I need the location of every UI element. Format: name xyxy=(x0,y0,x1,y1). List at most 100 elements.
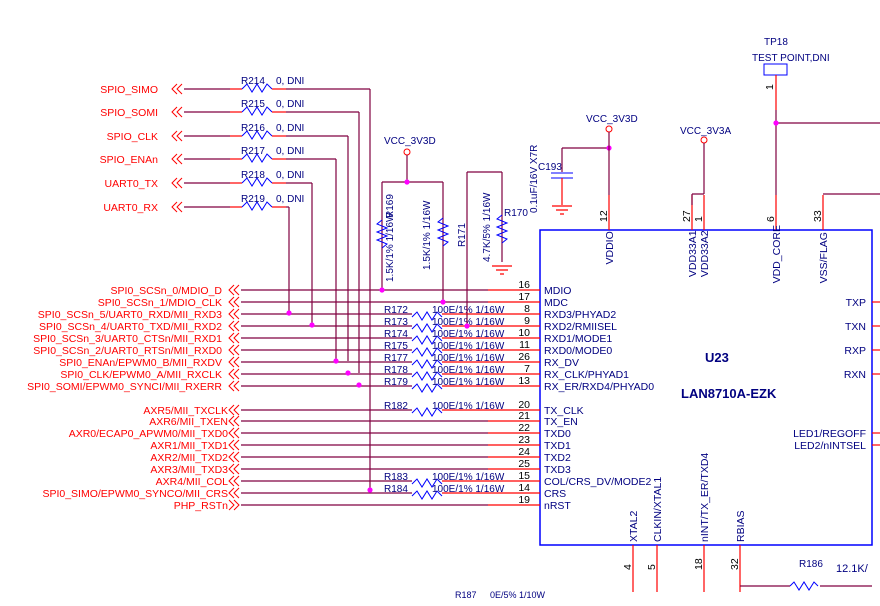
net-label[interactable]: SPI0_SCSn_1/MDIO_CLK xyxy=(98,297,222,309)
pin-name: TXD0 xyxy=(544,428,571,440)
net-label[interactable]: AXR2/MII_TXD2 xyxy=(150,452,228,464)
power-label-vcc-3v3d: VCC_3V3D xyxy=(384,136,436,147)
pin-number: 20 xyxy=(518,399,530,411)
junction-dot xyxy=(345,370,351,376)
net-label[interactable]: SPI0_SCSn_2/UART0_RTSn/MII_RXD0 xyxy=(33,345,222,357)
net-label[interactable]: SPI0_SCSn_3/UART0_CTSn/MII_RXD1 xyxy=(33,333,222,345)
pin-name: LED2/nINTSEL xyxy=(794,440,866,452)
net-label[interactable]: SPI0_SCSn_0/MDIO_D xyxy=(111,285,223,297)
chip-pin-19: 19 nRST xyxy=(488,494,571,512)
net-tx-2: AXR0/ECAP0_APWM0/MII_TXD0 xyxy=(69,427,488,440)
resistor-ref: R183 xyxy=(384,472,408,483)
ground-icon xyxy=(492,265,512,275)
pin-name: nRST xyxy=(544,500,571,512)
net-label[interactable]: UART0_RX xyxy=(103,202,158,214)
pin-number: 19 xyxy=(518,494,530,506)
resistor-r169-icon xyxy=(375,219,389,249)
net-label[interactable]: SPIO_SIMO xyxy=(100,84,158,96)
pin-name: nINT/TX_ER/TXD4 xyxy=(699,453,711,542)
junction-dot xyxy=(464,323,470,329)
pin-name: RX_DV xyxy=(544,357,579,369)
net-label[interactable]: SPI0_ENAn/EPWM0_B/MII_RXDV xyxy=(59,357,222,369)
pin-name: RBIAS xyxy=(735,510,747,542)
resistor-value: 100E/1% 1/16W xyxy=(432,317,505,328)
r187-cutoff-label: R187 xyxy=(455,590,477,600)
net-label[interactable]: SPI0_SOMI/EPWM0_SYNCI/MII_RXERR xyxy=(27,381,222,393)
resistor-icon xyxy=(241,106,273,116)
resistor-icon xyxy=(411,490,443,500)
resistor-ref: R218 xyxy=(241,170,265,181)
net-label[interactable]: UART0_TX xyxy=(105,178,159,190)
pin-name: TX_CLK xyxy=(544,405,584,417)
net-label[interactable]: AXR5/MII_TXCLK xyxy=(143,405,228,417)
net-label[interactable]: SPI0_SCSn_4/UART0_TXD/MII_RXD2 xyxy=(39,321,222,333)
rx-net-group: SPI0_SCSn_0/MDIO_DSPI0_SCSn_1/MDIO_CLKSP… xyxy=(27,284,505,393)
net-port-icon xyxy=(228,463,240,475)
power-port-icon xyxy=(700,136,708,144)
net-label[interactable]: AXR0/ECAP0_APWM0/MII_TXD0 xyxy=(69,428,228,440)
chip-pin-txn: TXN xyxy=(845,321,880,333)
pin-name: XTAL2 xyxy=(628,511,640,542)
pin-name: TXD1 xyxy=(544,440,571,452)
resistor-value: 0, DNI xyxy=(276,146,304,157)
pin-name: VDDIO xyxy=(604,231,616,264)
resistor-ref: R174 xyxy=(384,329,408,340)
resistor-value: 100E/1% 1/16W xyxy=(432,341,505,352)
net-label[interactable]: AXR4/MII_COL xyxy=(156,476,229,488)
net-port-icon xyxy=(228,308,240,320)
net-label[interactable]: SPIO_ENAn xyxy=(100,154,159,166)
pin-number: 16 xyxy=(518,279,530,291)
resistor-ref: R214 xyxy=(241,76,265,87)
net-label[interactable]: SPI0_SCSn_5/UART0_RXD/MII_RXD3 xyxy=(38,309,222,321)
net-port-icon xyxy=(228,499,240,511)
resistor-value: 100E/1% 1/16W xyxy=(432,472,505,483)
resistor-icon xyxy=(411,311,443,321)
junction-dot xyxy=(356,382,362,388)
resistor-icon xyxy=(241,130,273,140)
net-label[interactable]: PHP_RSTn xyxy=(174,500,228,512)
pin-number: 13 xyxy=(518,375,530,387)
net-rx-4: SPI0_SCSn_3/UART0_CTSn/MII_RXD1 R174 100E/… xyxy=(33,329,505,345)
net-port-icon xyxy=(228,368,240,380)
pin-number: 24 xyxy=(518,446,530,458)
resistor-icon xyxy=(411,323,443,333)
net-label[interactable]: SPIO_SOMI xyxy=(100,107,158,119)
resistor-value: 100E/1% 1/16W xyxy=(432,365,505,376)
net-rx-1: SPI0_SCSn_1/MDIO_CLK xyxy=(98,296,488,309)
pin-number: 25 xyxy=(518,458,530,470)
net-port-icon xyxy=(228,415,240,427)
pin-name: RXP xyxy=(844,345,866,357)
pin-name: MDIO xyxy=(544,285,571,297)
net-port-icon xyxy=(228,296,240,308)
net-label[interactable]: SPIO_CLK xyxy=(107,131,158,143)
net-label[interactable]: AXR1/MII_TXD1 xyxy=(150,440,228,452)
ground-icon xyxy=(552,205,572,215)
net-label[interactable]: SPI0_CLK/EPWM0_A/MII_RXCLK xyxy=(60,369,222,381)
net-label[interactable]: AXR3/MII_TXD3 xyxy=(150,464,228,476)
chip-part-number: LAN8710A-EZK xyxy=(681,386,777,401)
resistor-value: 100E/1% 1/16W xyxy=(432,329,505,340)
pin-number: 21 xyxy=(518,410,530,422)
pin-name: CLKIN/XTAL1 xyxy=(652,477,664,542)
resistor-icon xyxy=(241,83,273,93)
net-label[interactable]: AXR6/MII_TXEN xyxy=(149,416,228,428)
net-tx-1: AXR6/MII_TXEN xyxy=(149,415,488,428)
net-tx-3: AXR1/MII_TXD1 xyxy=(150,439,488,452)
resistor-ref: R179 xyxy=(384,377,408,388)
net-label[interactable]: SPI0_SIMO/EPWM0_SYNCO/MII_CRS xyxy=(42,488,228,500)
